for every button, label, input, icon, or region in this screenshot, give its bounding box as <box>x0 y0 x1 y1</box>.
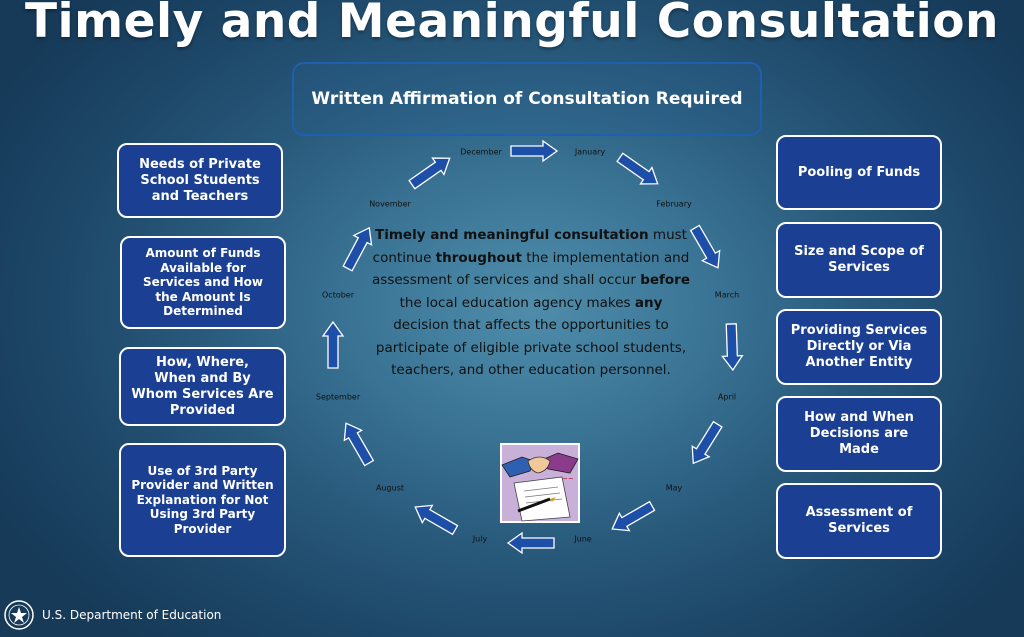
arrow-aug-sep <box>336 417 379 469</box>
month-july: July <box>472 534 488 544</box>
center-bold-throughout: throughout <box>435 249 522 266</box>
svg-text:~~: ~~ <box>562 475 574 483</box>
month-june: June <box>574 534 592 544</box>
arrow-jan-feb <box>613 148 665 193</box>
left-box-third-party-label: Use of 3rd Party Provider and Written Ex… <box>131 463 274 536</box>
arrow-dec-jan <box>510 140 558 162</box>
right-box-size-scope: Size and Scope of Services <box>776 222 942 298</box>
slide-title: Timely and Meaningful Consultation <box>24 0 1000 49</box>
center-bold-before: before <box>640 272 690 288</box>
center-text-6: the local education agency makes <box>399 294 635 311</box>
month-november: November <box>369 199 411 209</box>
arrow-jun-jul <box>507 532 555 554</box>
month-april: April <box>717 392 737 402</box>
right-box-size-scope-label: Size and Scope of Services <box>794 244 924 275</box>
left-box-how-where-label: How, Where, When and By Whom Services Ar… <box>131 354 274 418</box>
affirmation-banner: Written Affirmation of Consultation Requ… <box>292 62 762 136</box>
center-bold-1: Timely and meaningful consultation <box>375 227 649 243</box>
left-box-third-party: Use of 3rd Party Provider and Written Ex… <box>119 443 286 557</box>
footer: U.S. Department of Education <box>4 600 221 630</box>
month-december: December <box>460 147 502 157</box>
month-may: May <box>665 483 683 493</box>
right-box-decisions: How and When Decisions are Made <box>776 396 942 472</box>
arrow-jul-aug <box>409 497 461 540</box>
center-statement: Timely and meaningful consultation must … <box>372 224 690 382</box>
right-box-pooling-label: Pooling of Funds <box>797 164 921 180</box>
right-box-decisions-label: How and When Decisions are Made <box>804 410 914 457</box>
center-text-2: must continue <box>372 227 687 266</box>
month-september: September <box>315 392 361 402</box>
left-box-how-where: How, Where, When and By Whom Services Ar… <box>119 347 286 426</box>
arrow-apr-may <box>684 418 727 470</box>
right-box-pooling: Pooling of Funds <box>776 135 942 210</box>
left-box-needs: Needs of Private School Students and Tea… <box>117 143 283 218</box>
right-box-assessment: Assessment of Services <box>776 483 942 559</box>
right-box-providing: Providing Services Directly or Via Anoth… <box>776 309 942 385</box>
month-october: October <box>321 290 355 300</box>
footer-label: U.S. Department of Education <box>42 608 222 622</box>
arrow-nov-dec <box>405 149 457 194</box>
month-march: March <box>714 290 740 300</box>
center-text-4: the implementation and assessment of ser… <box>372 249 690 289</box>
month-august: August <box>376 483 404 493</box>
right-box-assessment-label: Assessment of Services <box>805 505 913 536</box>
arrow-mar-apr <box>720 323 744 371</box>
center-bold-any: any <box>634 294 663 311</box>
arrow-may-jun <box>606 496 658 539</box>
arrow-sep-oct <box>322 321 344 369</box>
right-box-providing-label: Providing Services Directly or Via Anoth… <box>790 323 928 370</box>
left-box-funds: Amount of Funds Available for Services a… <box>120 236 286 329</box>
left-box-needs-label: Needs of Private School Students and Tea… <box>139 156 261 204</box>
month-february: February <box>656 199 692 209</box>
department-seal-icon <box>4 600 34 630</box>
handshake-contract-icon: ~~ <box>500 443 580 523</box>
center-text-8: decision that affects the opportunities … <box>375 317 687 378</box>
left-box-funds-label: Amount of Funds Available for Services a… <box>143 246 263 319</box>
arrow-feb-mar <box>685 222 728 274</box>
month-january: January <box>574 147 606 157</box>
